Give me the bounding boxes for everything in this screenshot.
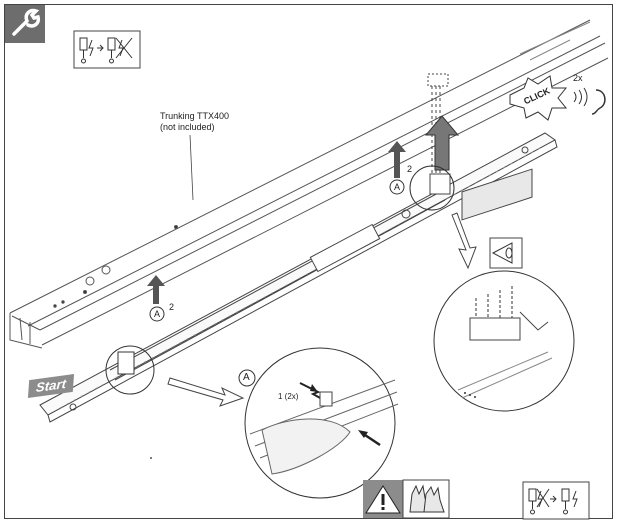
callout-a-top: A bbox=[394, 182, 401, 192]
callout-a-top-circle bbox=[389, 179, 405, 195]
wrench-icon bbox=[5, 5, 45, 43]
connector-block bbox=[427, 73, 451, 195]
click-count: 2x bbox=[573, 73, 583, 83]
callout-a-left-circle bbox=[149, 306, 165, 322]
magnifier-left bbox=[105, 345, 155, 395]
gear-tray bbox=[39, 132, 558, 423]
hand-clip-detail bbox=[244, 347, 399, 499]
detail-count: 1 (2x) bbox=[278, 392, 299, 401]
magnifier-top bbox=[409, 165, 455, 211]
ear-icon bbox=[573, 87, 606, 115]
lift-arrow-left bbox=[147, 275, 165, 304]
trunking-name: Trunking TTX400 bbox=[160, 111, 230, 121]
click-burst bbox=[509, 75, 568, 121]
stray-dot bbox=[150, 457, 152, 459]
clip-part bbox=[117, 351, 135, 375]
trunking-profile bbox=[9, 19, 609, 349]
trunking-note: (not included) bbox=[160, 122, 215, 132]
page-frame bbox=[4, 4, 613, 519]
callout-a-left: A bbox=[154, 309, 161, 319]
power-off-isolate-icon bbox=[73, 30, 141, 69]
warning-triangle-icon bbox=[363, 480, 403, 518]
gloves-icon bbox=[402, 479, 450, 519]
lift-arrow-large bbox=[424, 115, 460, 171]
detail-arrow-top bbox=[451, 212, 477, 270]
detail-arrow-left bbox=[167, 377, 245, 407]
eye-inspect-icon bbox=[489, 237, 523, 269]
trunking-label: Trunking TTX400 (not included) bbox=[160, 111, 229, 133]
callout-a-detail: A bbox=[243, 372, 250, 383]
callout-a-detail-circle bbox=[238, 369, 256, 387]
power-on-icon bbox=[522, 481, 590, 520]
step-number-top: 2 bbox=[407, 164, 413, 174]
lift-arrow-top bbox=[388, 141, 406, 178]
trunking-leader bbox=[189, 134, 194, 201]
step-number-left: 2 bbox=[169, 302, 175, 312]
connector-detail bbox=[433, 168, 575, 412]
